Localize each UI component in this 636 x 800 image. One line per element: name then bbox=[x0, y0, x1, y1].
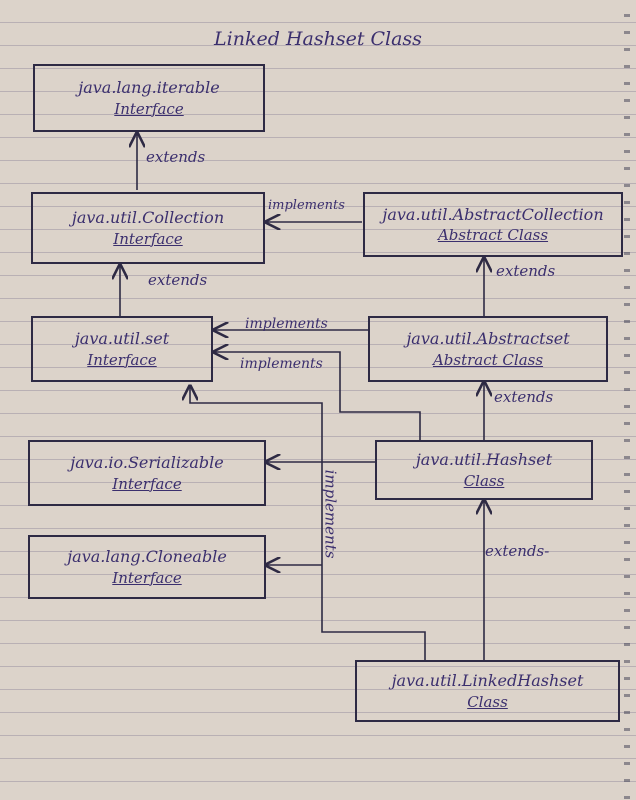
label-extends-collection: extends bbox=[148, 271, 208, 289]
box-collection: java.util.Collection Interface bbox=[31, 192, 265, 264]
iterable-package: java.lang.iterable bbox=[78, 78, 220, 98]
set-kind: Interface bbox=[87, 350, 157, 369]
linked-hashset-kind: Class bbox=[467, 692, 508, 711]
iterable-kind: Interface bbox=[114, 99, 184, 118]
spiral-binding bbox=[624, 0, 630, 800]
label-extends-hashset: extends- bbox=[485, 542, 550, 560]
label-extends-absset: extends bbox=[494, 388, 554, 406]
cloneable-kind: Interface bbox=[112, 568, 182, 587]
hashset-kind: Class bbox=[463, 471, 505, 490]
box-abstract-collection: java.util.AbstractCollection Abstract Cl… bbox=[363, 192, 623, 257]
box-abstract-set: java.util.Abstractset Abstract Class bbox=[368, 316, 608, 382]
box-set: java.util.set Interface bbox=[31, 316, 213, 382]
diagram-title: Linked Hashset Class bbox=[214, 28, 422, 50]
hashset-package: java.util.Hashset bbox=[415, 450, 553, 470]
serializable-kind: Interface bbox=[112, 474, 182, 493]
abstract-collection-kind: Abstract Class bbox=[437, 226, 549, 245]
cloneable-package: java.lang.Cloneable bbox=[67, 547, 227, 567]
label-implements-set-1: implements bbox=[245, 316, 328, 332]
label-implements-collection: implements bbox=[268, 198, 345, 213]
label-extends-iterable: extends bbox=[146, 148, 206, 166]
edge-hashset-set bbox=[214, 352, 421, 440]
box-iterable: java.lang.iterable Interface bbox=[33, 64, 265, 132]
set-package: java.util.set bbox=[74, 329, 170, 349]
collection-kind: Interface bbox=[113, 229, 183, 248]
label-implements-set-2: implements bbox=[240, 356, 323, 372]
abstract-set-package: java.util.Abstractset bbox=[406, 329, 570, 349]
abstract-set-kind: Abstract Class bbox=[432, 350, 544, 369]
collection-package: java.util.Collection bbox=[71, 208, 225, 228]
edge-linked-set bbox=[190, 386, 426, 660]
box-linked-hashset: java.util.LinkedHashset Class bbox=[355, 660, 620, 722]
serializable-package: java.io.Serializable bbox=[70, 453, 224, 473]
label-implements-vertical: implements bbox=[321, 469, 340, 559]
box-cloneable: java.lang.Cloneable Interface bbox=[28, 535, 266, 599]
abstract-collection-package: java.util.AbstractCollection bbox=[382, 204, 604, 224]
box-serializable: java.io.Serializable Interface bbox=[28, 440, 266, 506]
linked-hashset-package: java.util.LinkedHashset bbox=[391, 671, 584, 691]
box-hashset: java.util.Hashset Class bbox=[375, 440, 593, 500]
label-extends-abscoll: extends bbox=[496, 262, 556, 280]
